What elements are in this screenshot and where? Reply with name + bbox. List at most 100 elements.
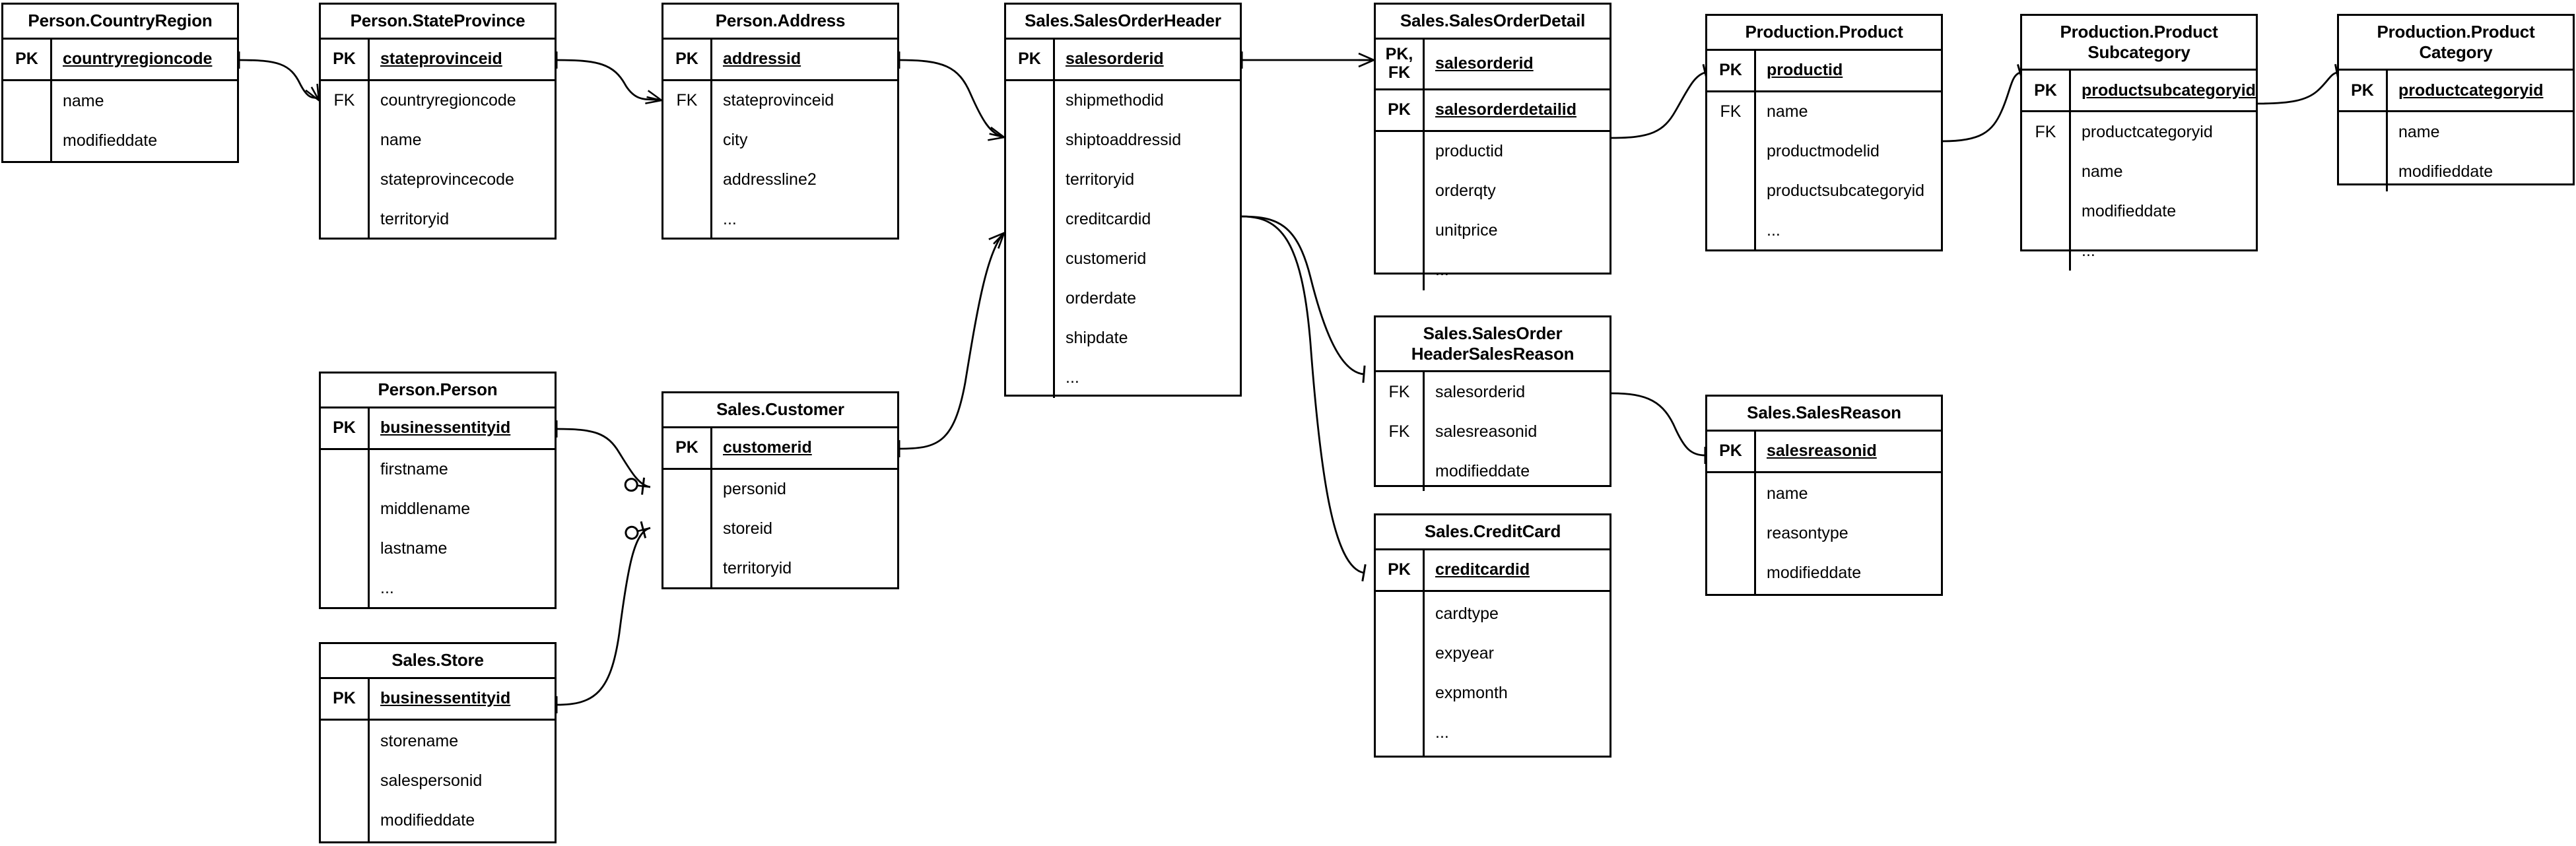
rel-countryregion-stateprovince[interactable] (239, 60, 319, 100)
key-slot (321, 800, 368, 840)
attribute-name: name (380, 130, 422, 149)
field-slot: reasontype (1756, 513, 1941, 553)
rel-stateprovince-address[interactable] (557, 60, 661, 100)
key-slot (1707, 211, 1754, 251)
field-slot: shiptoaddressid (1055, 121, 1240, 160)
attribute-name: name (63, 91, 104, 110)
attribute-name: modifieddate (63, 131, 158, 150)
entity-title: Sales.SalesOrder HeaderSalesReason (1376, 317, 1610, 373)
key-column (1006, 81, 1055, 398)
field-slot: productid (1425, 132, 1610, 172)
key-slot: PK (321, 40, 368, 79)
field-slot: salesreasonid (1756, 432, 1941, 471)
attribute-name: modifieddate (380, 810, 475, 830)
key-slot (321, 761, 368, 800)
field-column: salesreasonid (1756, 432, 1941, 471)
attribute-name: ... (1066, 368, 1079, 387)
attribute-name: productid (1767, 60, 1843, 79)
rel-product-productsubcategory[interactable] (1943, 73, 2020, 141)
key-slot (2022, 152, 2069, 191)
key-column: FK (321, 81, 370, 240)
key-badge: PK (1719, 60, 1742, 79)
key-slot (321, 160, 368, 200)
attribute-group: PK countryregioncode (3, 39, 237, 79)
key-slot (1006, 279, 1053, 319)
field-slot: stateprovinceid (370, 40, 555, 79)
key-badge: PK (2034, 81, 2057, 100)
attribute-group: name modifieddate (3, 79, 237, 161)
key-column: FK (2022, 112, 2071, 271)
key-column: PK (3, 39, 52, 79)
key-column: FK (1707, 92, 1756, 251)
field-slot: creditcardid (1055, 200, 1240, 240)
rel-customer-salesorderheader[interactable] (899, 233, 1004, 449)
key-slot (3, 81, 50, 121)
attribute-name: productid (1435, 141, 1503, 160)
field-slot: ... (1756, 211, 1941, 251)
key-slot: FK (1707, 92, 1754, 132)
entity-title: Person.StateProvince (321, 5, 555, 40)
attribute-name: orderqty (1435, 181, 1496, 200)
attribute-name: countryregioncode (63, 49, 213, 68)
rel-salesorderdetail-product[interactable] (1611, 73, 1705, 138)
key-slot: PK (663, 428, 710, 468)
field-slot: stateprovincecode (370, 160, 555, 200)
attribute-name: stateprovinceid (380, 49, 502, 68)
rel-person-customer[interactable] (555, 420, 651, 495)
key-badge: FK (2035, 122, 2056, 141)
field-slot: addressid (712, 40, 897, 79)
rel-productsubcategory-productcategory[interactable] (2258, 73, 2337, 104)
field-column: productcategoryid (2388, 71, 2573, 110)
field-slot: name (370, 121, 555, 160)
attribute-name: addressline2 (723, 170, 817, 189)
attribute-name: businessentityid (380, 688, 511, 707)
rel-address-salesorderheader[interactable] (899, 60, 1004, 137)
key-column (1376, 131, 1425, 290)
rel-salesorderheader-salesorderheadersalesreason[interactable] (1242, 216, 1364, 374)
key-column: PK (321, 408, 370, 448)
attribute-name: ... (1767, 220, 1780, 240)
field-slot: ... (1425, 251, 1610, 290)
entity-attribute-list: PK countryregioncode name modifieddate (3, 39, 237, 161)
field-slot: unitprice (1425, 211, 1610, 251)
rel-store-customer[interactable] (555, 521, 651, 714)
field-slot: modifieddate (52, 121, 237, 160)
attribute-group: PK salesreasonid (1707, 431, 1941, 471)
key-slot (1006, 240, 1053, 279)
field-slot: modifieddate (2388, 152, 2573, 191)
key-column: PK (1006, 39, 1055, 79)
field-slot: orderdate (1055, 279, 1240, 319)
field-slot: modifieddate (2071, 191, 2256, 231)
field-slot: orderqty (1425, 172, 1610, 211)
attribute-name: modifieddate (2398, 162, 2493, 181)
key-badge: PK (1719, 441, 1742, 460)
attribute-name: salespersonid (380, 771, 483, 790)
rel-salesorderheadersalesreason-salesreason[interactable] (1611, 393, 1705, 455)
rel-salesorderheader-creditcard[interactable] (1242, 216, 1364, 573)
attribute-name: storeid (723, 519, 773, 538)
